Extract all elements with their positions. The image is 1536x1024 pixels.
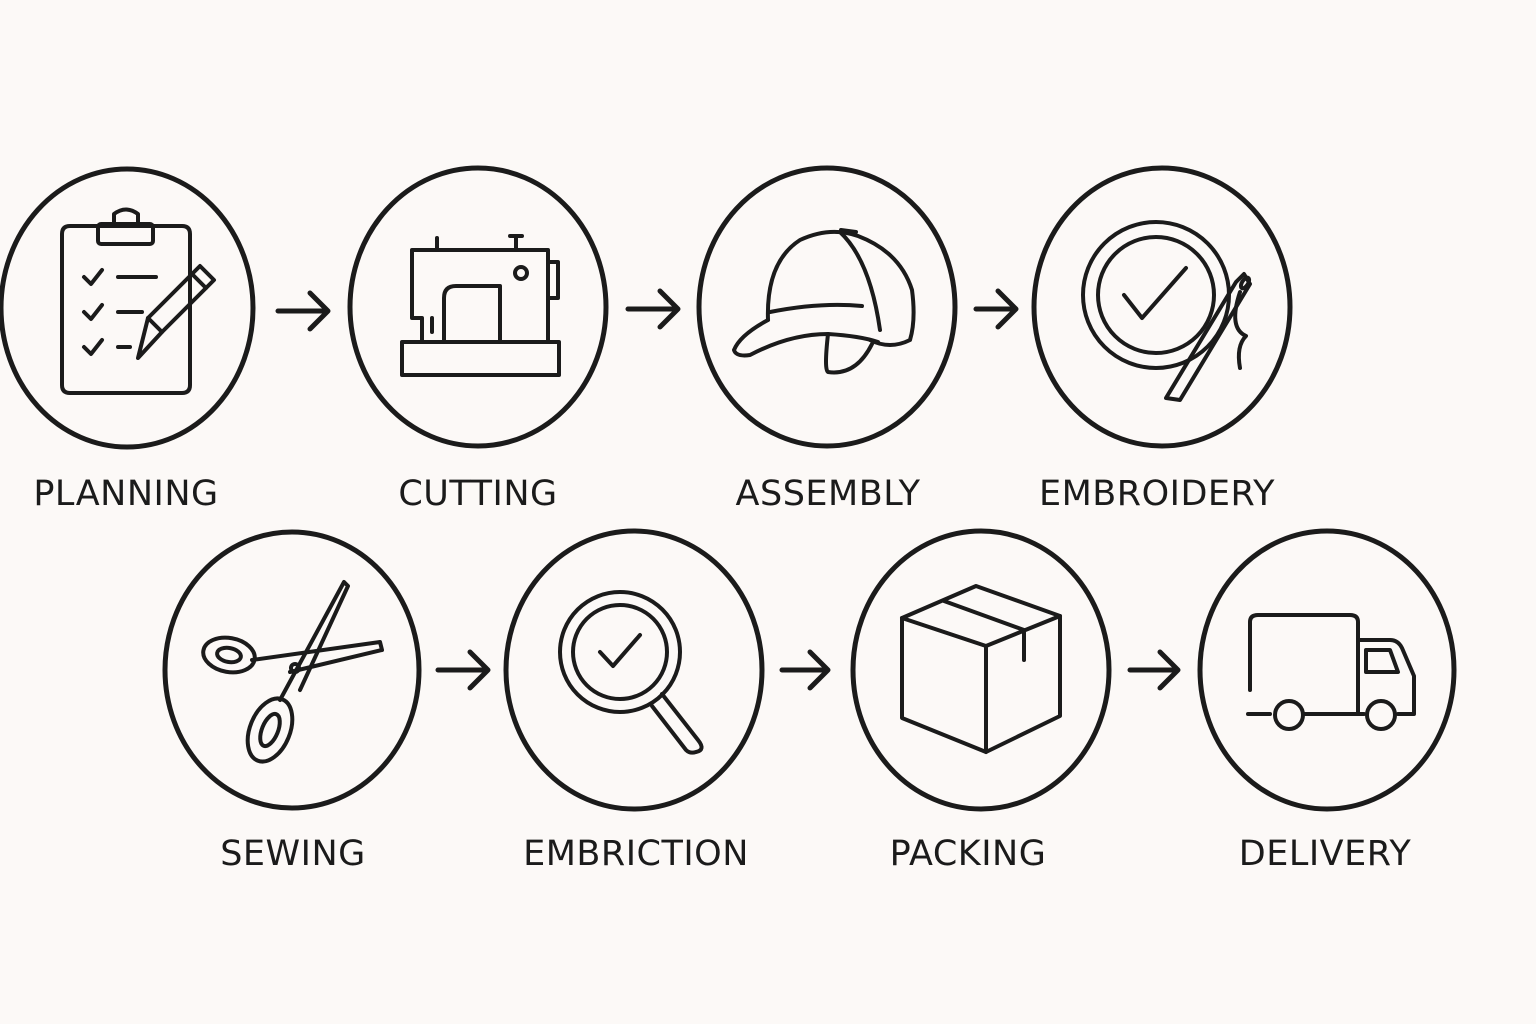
step-ring	[503, 528, 765, 812]
step-cutting: CUTTING	[347, 165, 609, 514]
step-label: PACKING	[890, 834, 1047, 874]
step-ring	[1197, 528, 1457, 812]
arrow-icon	[275, 290, 331, 332]
step-sewing: SEWING	[162, 529, 422, 874]
step-label: ASSEMBLY	[736, 474, 921, 514]
arrow-icon	[973, 288, 1019, 330]
arrow-icon	[779, 649, 831, 691]
step-embriction: EMBRICTION	[503, 528, 765, 874]
scissors-icon	[201, 580, 384, 764]
step-label: EMBRICTION	[523, 834, 749, 874]
step-label: PLANNING	[33, 474, 218, 514]
step-assembly: ASSEMBLY	[696, 165, 958, 514]
hoop-needle-icon	[1081, 220, 1252, 402]
cap-icon	[732, 228, 916, 375]
step-planning: PLANNING	[0, 166, 256, 514]
step-packing: PACKING	[850, 528, 1112, 874]
step-ring	[162, 529, 422, 811]
step-label: SEWING	[220, 834, 366, 874]
step-ring	[850, 528, 1112, 812]
arrow-icon	[435, 649, 491, 691]
clipboard-checklist-icon	[60, 207, 216, 395]
magnifier-check-icon	[558, 590, 704, 755]
step-label: CUTTING	[398, 474, 557, 514]
step-ring	[1031, 165, 1293, 449]
step-label: EMBROIDERY	[1039, 474, 1275, 514]
sewing-machine-icon	[400, 234, 561, 377]
box-icon	[900, 584, 1062, 754]
step-ring	[0, 166, 256, 450]
arrow-icon	[625, 288, 681, 330]
step-delivery: DELIVERY	[1197, 528, 1457, 874]
truck-icon	[1246, 613, 1416, 731]
step-embroidery: EMBROIDERY	[1031, 165, 1293, 514]
step-ring	[347, 165, 609, 449]
step-label: DELIVERY	[1239, 834, 1412, 874]
step-ring	[696, 165, 958, 449]
arrow-icon	[1127, 649, 1181, 691]
